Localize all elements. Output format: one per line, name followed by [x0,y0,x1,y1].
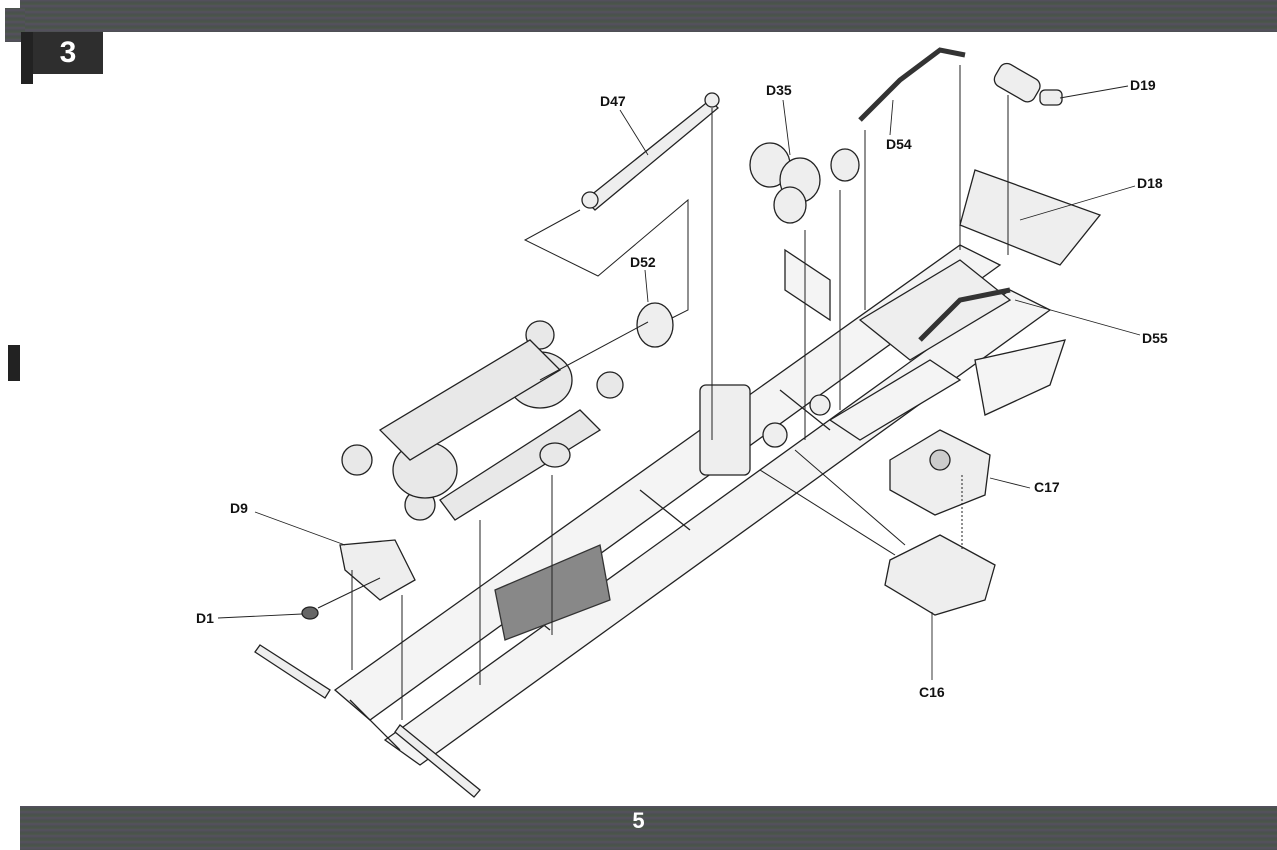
part-d54-spring [858,47,966,122]
label-d19: D19 [1130,77,1156,93]
step-box-edge [21,32,33,84]
part-d47-shaft [581,92,720,211]
part-d9 [339,539,416,601]
label-c16: C16 [919,684,945,700]
part-d19 [993,62,1063,106]
label-d47: D47 [600,93,626,109]
part-d1 [301,606,319,620]
label-d35: D35 [766,82,792,98]
label-d18: D18 [1137,175,1163,191]
bogie-assembly [341,320,624,521]
bottom-banner [20,806,1277,850]
leader-lines [217,85,1141,680]
label-d52: D52 [630,254,656,270]
part-d52 [636,302,674,348]
page-number: 5 [632,808,645,833]
part-d55-spring [918,287,1011,342]
label-d55: D55 [1142,330,1168,346]
assembly-arrows [317,65,1009,720]
top-banner [20,0,1277,32]
label-c17: C17 [1034,479,1060,495]
step-number: 3 [33,32,103,74]
part-d35-tanks [749,142,860,224]
side-marker [8,345,20,381]
label-d1: D1 [196,610,214,626]
part-c16-tray [884,534,996,616]
label-d54: D54 [886,136,912,152]
part-c17-tank [889,429,991,516]
banner-edge [5,8,25,42]
label-d9: D9 [230,500,248,516]
